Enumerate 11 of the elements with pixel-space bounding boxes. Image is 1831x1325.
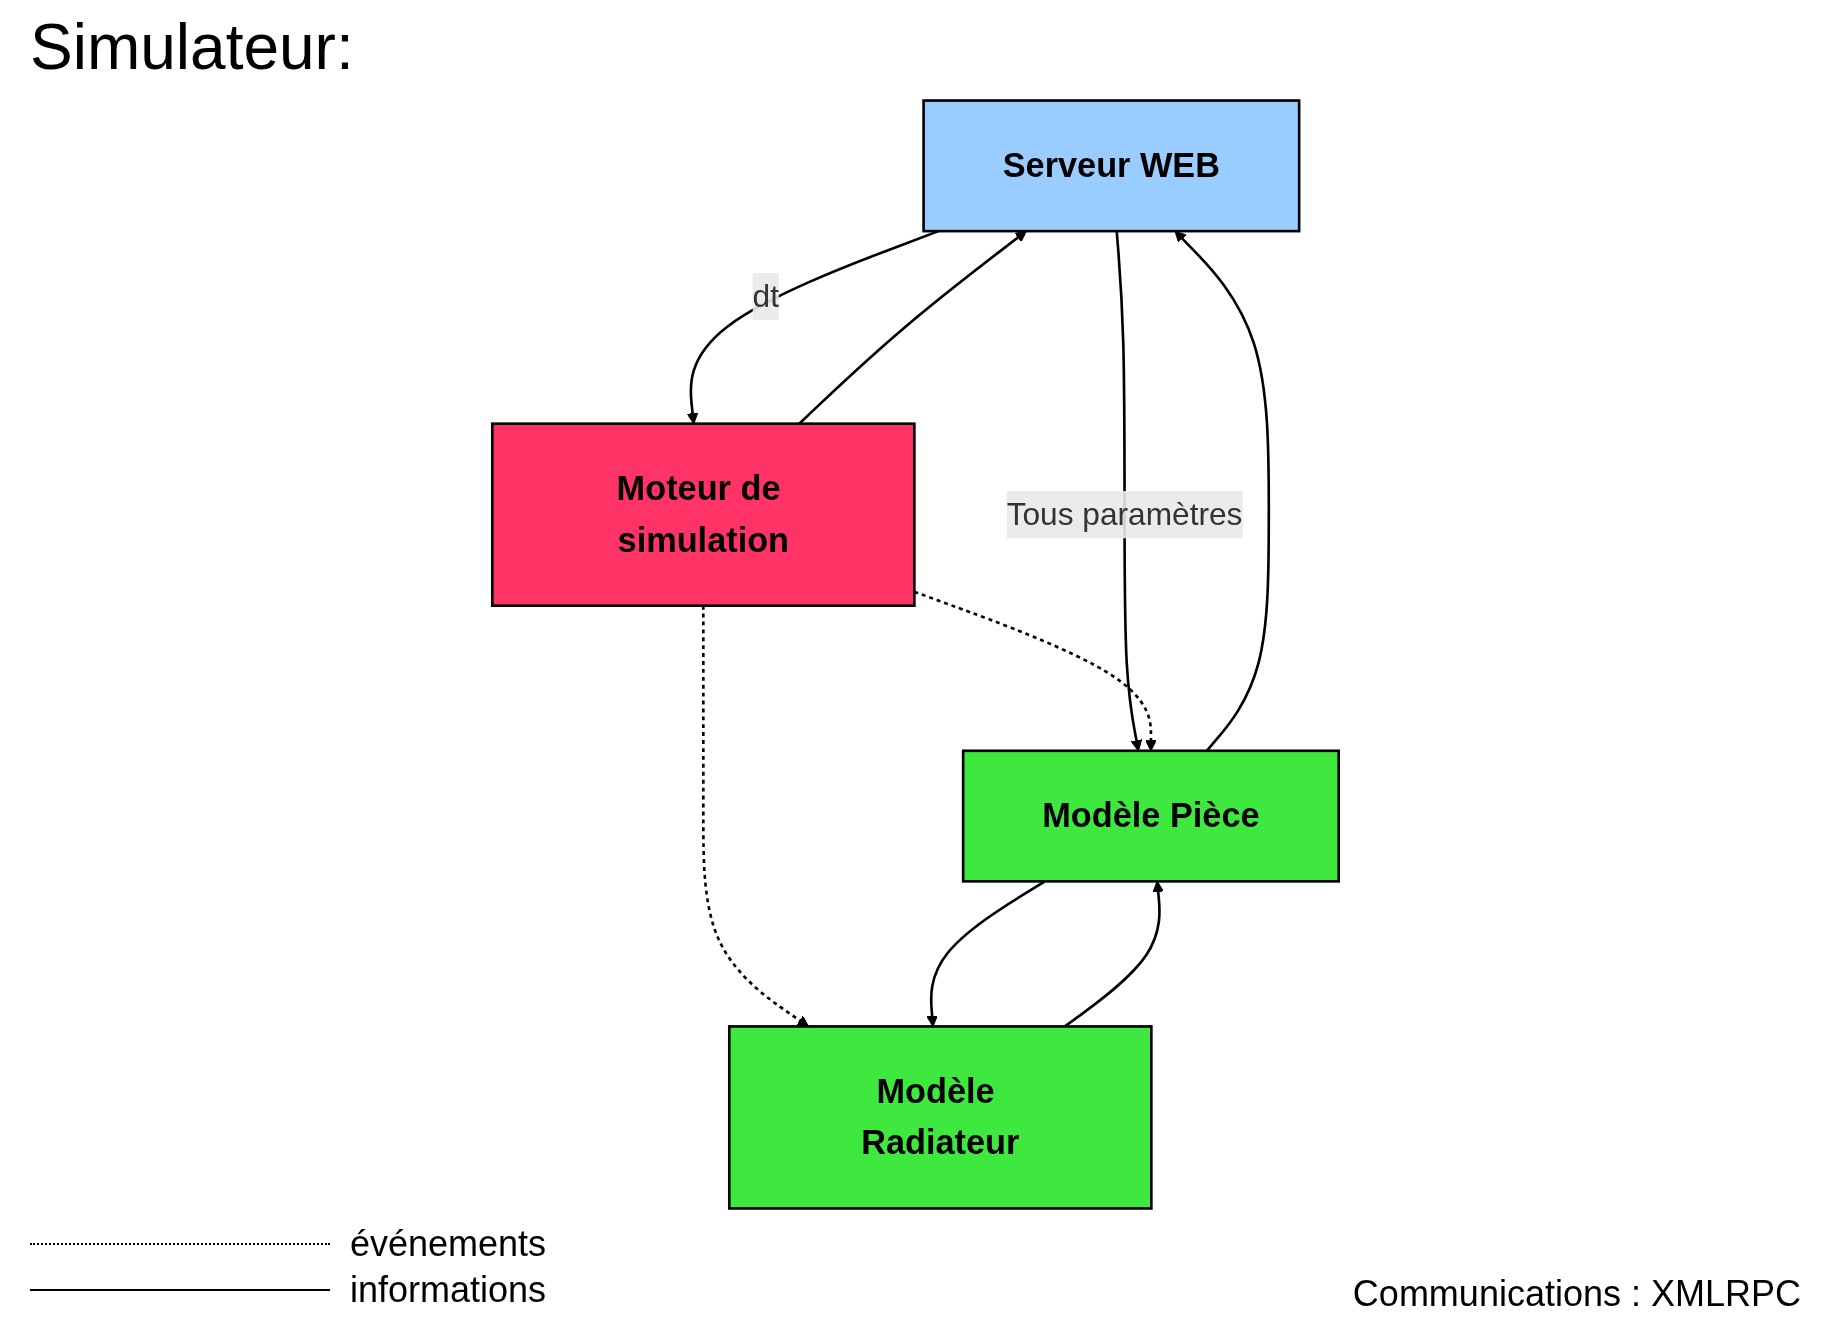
- node-box: Moteur de simulation: [491, 422, 916, 608]
- node-box: Modèle Pièce: [961, 749, 1340, 883]
- legend-label: événements: [350, 1223, 547, 1265]
- edge-label: dt: [752, 277, 779, 314]
- node-box: Serveur WEB: [922, 99, 1301, 233]
- node-box: Modèle Radiateur: [727, 1025, 1153, 1210]
- legend-label: informations: [350, 1269, 547, 1311]
- arrow: [702, 605, 809, 1027]
- note-text: Communications : XMLRPC: [1352, 1273, 1801, 1315]
- title: Simulateur:: [30, 10, 355, 84]
- edge-label: Tous paramètres: [1006, 496, 1243, 532]
